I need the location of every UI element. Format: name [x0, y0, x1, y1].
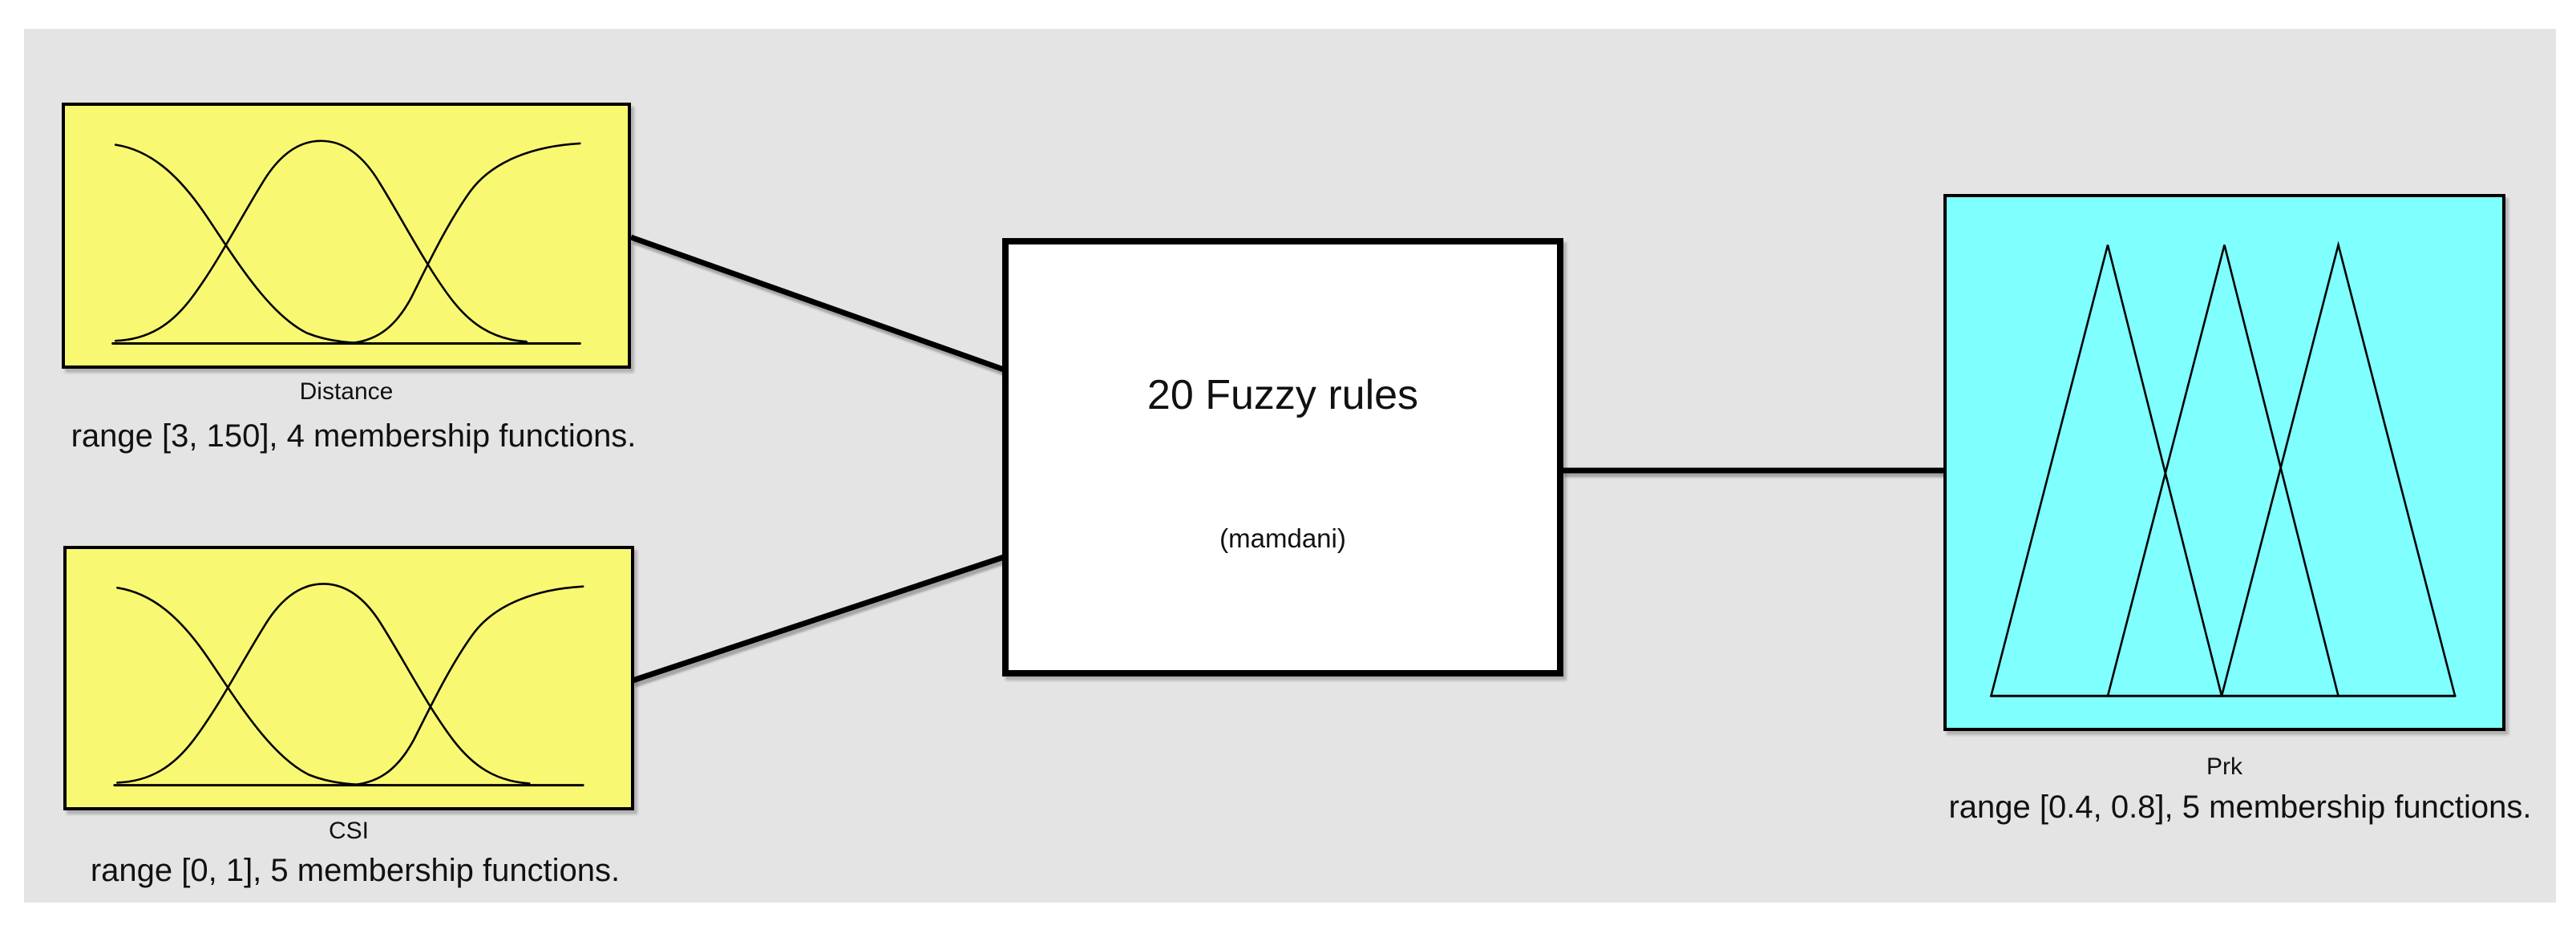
input-csi-range-text: range [0, 1], 5 membership functions.	[90, 853, 621, 888]
gaussian-mf-plot-icon	[67, 549, 631, 807]
rules-node-title: 20 Fuzzy rules	[1146, 372, 1419, 418]
output-node-prk[interactable]	[1943, 194, 2505, 731]
input-distance-range-text: range [3, 150], 4 membership functions.	[71, 418, 637, 454]
input-distance-name: Distance	[299, 378, 394, 405]
triangular-mf-plot-icon	[1947, 197, 2502, 728]
output-prk-range-text: range [0.4, 0.8], 5 membership functions…	[1948, 790, 2532, 825]
input-csi-name: CSI	[328, 818, 369, 844]
input-node-distance[interactable]	[62, 103, 631, 369]
input-node-csi[interactable]	[63, 546, 634, 810]
rules-node-subtitle: (mamdani)	[1219, 523, 1346, 553]
rules-node[interactable]	[1002, 238, 1563, 677]
gaussian-mf-plot-icon	[65, 106, 628, 366]
output-prk-name: Prk	[2206, 753, 2242, 780]
